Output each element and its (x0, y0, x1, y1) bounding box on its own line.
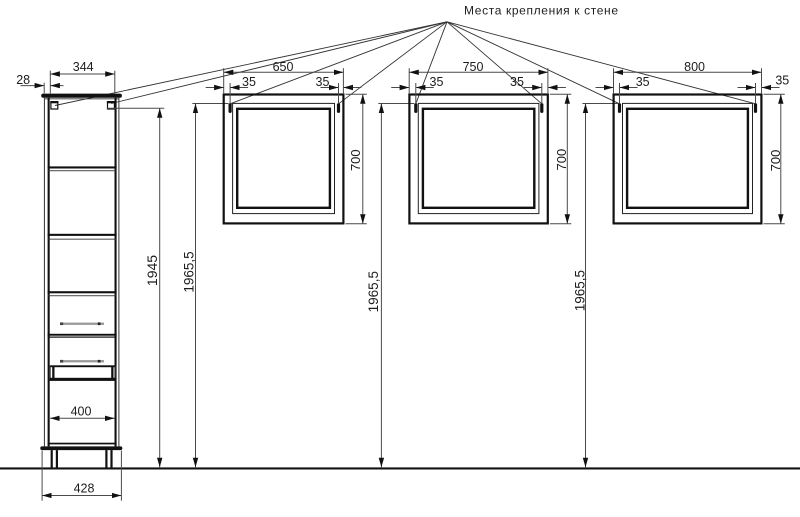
svg-text:35: 35 (430, 75, 444, 89)
svg-text:28: 28 (16, 73, 30, 87)
svg-text:Места крепления к стене: Места крепления к стене (464, 4, 618, 18)
svg-text:1965,5: 1965,5 (366, 271, 381, 312)
svg-text:400: 400 (71, 405, 92, 419)
svg-text:35: 35 (242, 75, 256, 89)
svg-text:344: 344 (73, 60, 94, 74)
svg-text:1945: 1945 (144, 255, 160, 286)
svg-text:650: 650 (273, 60, 294, 74)
svg-text:700: 700 (554, 149, 569, 171)
svg-text:1965,5: 1965,5 (572, 270, 587, 311)
svg-text:750: 750 (463, 60, 484, 74)
svg-text:35: 35 (775, 73, 789, 87)
svg-text:700: 700 (348, 149, 363, 171)
svg-text:800: 800 (684, 60, 705, 74)
svg-text:428: 428 (74, 482, 95, 496)
svg-text:35: 35 (316, 75, 330, 89)
svg-text:35: 35 (636, 75, 650, 89)
svg-text:700: 700 (768, 150, 783, 172)
svg-text:35: 35 (510, 75, 524, 89)
svg-text:1965,5: 1965,5 (181, 251, 196, 292)
